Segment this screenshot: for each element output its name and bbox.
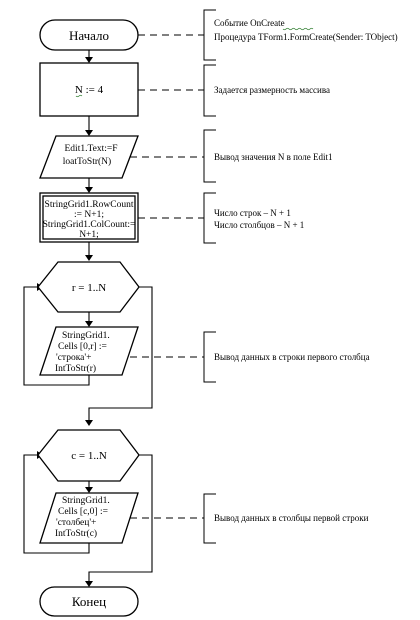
grid-size-line-3: StringGrid1.ColCount:= (43, 220, 136, 230)
cells-r-line-1: StringGrid1. (62, 331, 110, 341)
note-4-line-1: Число строк – N + 1 (214, 208, 291, 218)
loop-r-label: r = 1..N (72, 282, 106, 294)
cells-r-line-2: Cells [0,r] := (58, 342, 107, 352)
loop-c-hexagon (37, 429, 140, 482)
annotation-connectors (130, 34, 204, 519)
edit1-line-2: loatToStr(N) (63, 156, 111, 167)
cells-r-line-4: IntToStr(r) (55, 363, 96, 374)
cells-r-output-parallelogram (39, 326, 139, 376)
note-5-text: Вывод данных в строки первого столбца (214, 352, 370, 362)
cells-c-output-parallelogram (39, 492, 139, 544)
grid-size-line-1: StringGrid1.RowCount (45, 200, 134, 210)
edit1-line-1: Edit1.Text:=F (65, 144, 118, 154)
note-5-bracket (203, 331, 216, 383)
assign-n-label: N := 4 (75, 84, 104, 96)
grid-size-line-4: N+1; (79, 230, 99, 240)
grid-size-line-2: := N+1; (74, 210, 104, 220)
start-label: Начало (69, 28, 109, 43)
note-2-text: Задается размерность массива (214, 85, 330, 95)
end-label: Конец (72, 594, 106, 609)
note-4-bracket (203, 192, 216, 244)
loop-r-hexagon (37, 261, 140, 313)
note-6-bracket (203, 493, 216, 544)
note-4-line-2: Число столбцов – N + 1 (214, 220, 304, 230)
loop-c-label: c = 1..N (71, 450, 107, 462)
note-3-text: Вывод значения N в поле Edit1 (214, 152, 333, 162)
note-1-bracket (203, 9, 216, 61)
end-terminator (39, 586, 139, 617)
note-3-bracket (203, 129, 216, 183)
cells-r-line-3: 'строка'+ (56, 353, 91, 363)
note-2-bracket (203, 64, 216, 117)
cells-c-line-1: StringGrid1. (62, 496, 110, 506)
assign-n-process (39, 62, 139, 117)
cells-c-line-3: 'столбец'+ (56, 517, 96, 528)
note-6-text: Вывод данных в столбцы первой строки (214, 513, 369, 523)
cells-c-line-2: Cells [c,0] := (58, 507, 108, 517)
note-1-line-2: Процедура TForm1.FormCreate(Sender: TObj… (214, 32, 398, 42)
cells-c-line-4: IntToStr(c) (55, 528, 97, 539)
grid-size-inner (42, 195, 136, 240)
note-1-line-1: Событие OnCreate (214, 18, 285, 28)
edit1-output-parallelogram (39, 135, 139, 179)
